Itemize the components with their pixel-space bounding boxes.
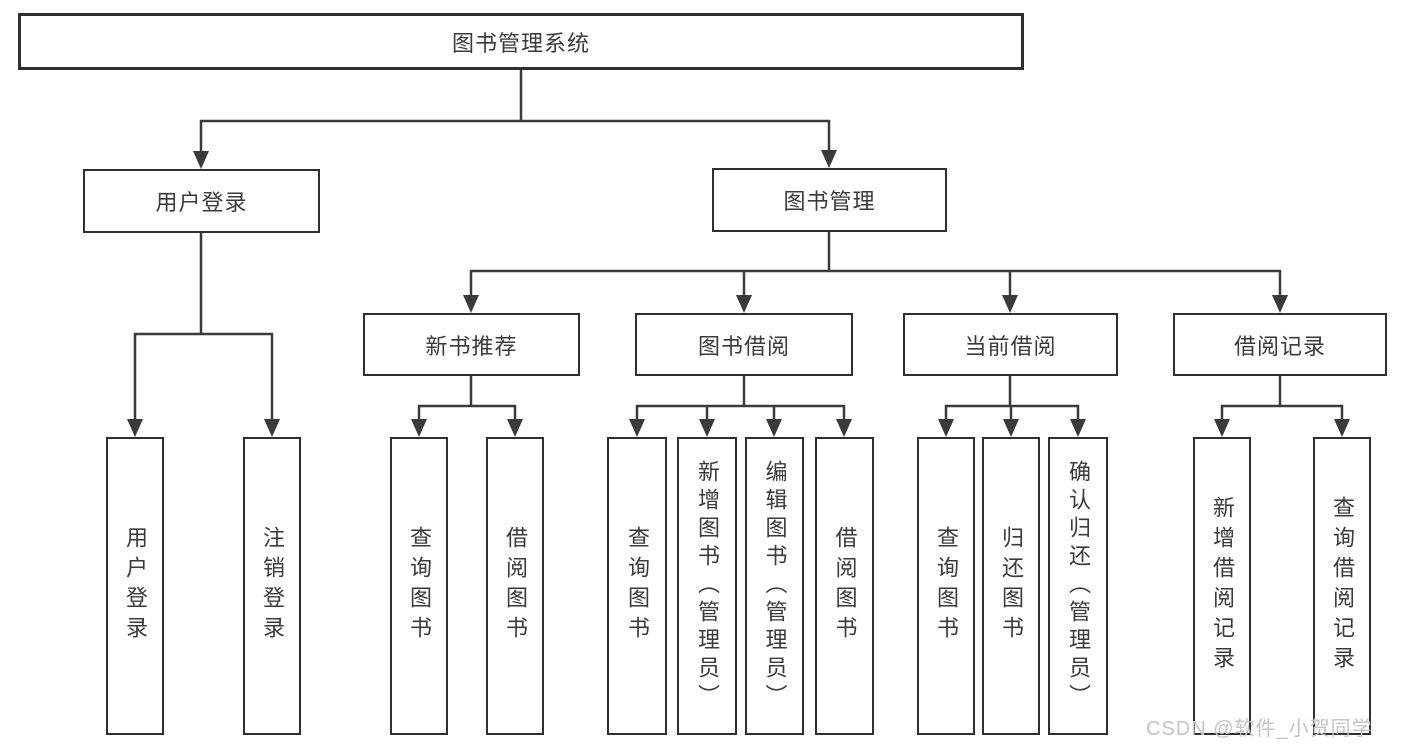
node-label: 借阅记录 <box>1233 333 1326 359</box>
leaf-label: 归还图书 <box>999 526 1024 646</box>
leaf-query-borrow-record: 查询借阅记录 <box>1313 437 1371 735</box>
leaf-add-book-admin: 新增图书（管理员） <box>677 437 737 735</box>
leaf-label: 编辑图书（管理员） <box>762 460 788 712</box>
node-label: 用户登录 <box>155 190 248 215</box>
leaf-query-books-1: 查询图书 <box>390 437 448 735</box>
leaf-return-books: 归还图书 <box>982 437 1040 735</box>
node-current-borrowing: 当前借阅 <box>903 313 1118 376</box>
leaf-label: 查询借阅记录 <box>1330 496 1355 676</box>
leaf-label: 注销登录 <box>260 526 285 646</box>
leaf-confirm-return-admin: 确认归还（管理员） <box>1048 437 1108 735</box>
node-label: 图书借阅 <box>697 333 790 359</box>
leaf-label: 借阅图书 <box>832 526 858 646</box>
node-label: 图书管理 <box>783 189 876 214</box>
leaf-label: 新增借阅记录 <box>1210 496 1235 676</box>
node-label: 图书管理系统 <box>451 30 590 56</box>
watermark-text: CSDN @软件_小贺同学 <box>1146 718 1373 740</box>
leaf-borrow-books-2: 借阅图书 <box>815 437 874 735</box>
node-library-system: 图书管理系统 <box>18 13 1024 70</box>
leaf-label: 用户登录 <box>123 526 148 646</box>
node-label: 当前借阅 <box>964 333 1057 359</box>
leaf-label: 查询图书 <box>407 526 432 646</box>
leaf-user-login: 用户登录 <box>106 437 164 735</box>
node-user-login: 用户登录 <box>83 169 320 233</box>
leaf-label: 新增图书（管理员） <box>695 460 720 712</box>
node-book-management: 图书管理 <box>712 168 947 232</box>
leaf-query-books-3: 查询图书 <box>917 437 975 735</box>
leaf-borrow-books-1: 借阅图书 <box>486 437 544 735</box>
leaf-add-borrow-record: 新增借阅记录 <box>1193 437 1251 735</box>
node-borrowing-records: 借阅记录 <box>1173 313 1387 376</box>
leaf-label: 查询图书 <box>934 526 959 646</box>
node-label: 新书推荐 <box>425 333 518 359</box>
leaf-label: 借阅图书 <box>503 526 528 646</box>
leaf-logout: 注销登录 <box>243 437 301 735</box>
leaf-query-books-2: 查询图书 <box>607 437 667 735</box>
node-new-book-recommend: 新书推荐 <box>363 313 580 376</box>
leaf-label: 查询图书 <box>625 526 650 646</box>
leaf-edit-book-admin: 编辑图书（管理员） <box>745 437 804 735</box>
leaf-label: 确认归还（管理员） <box>1066 460 1091 712</box>
node-book-borrowing: 图书借阅 <box>635 313 853 376</box>
